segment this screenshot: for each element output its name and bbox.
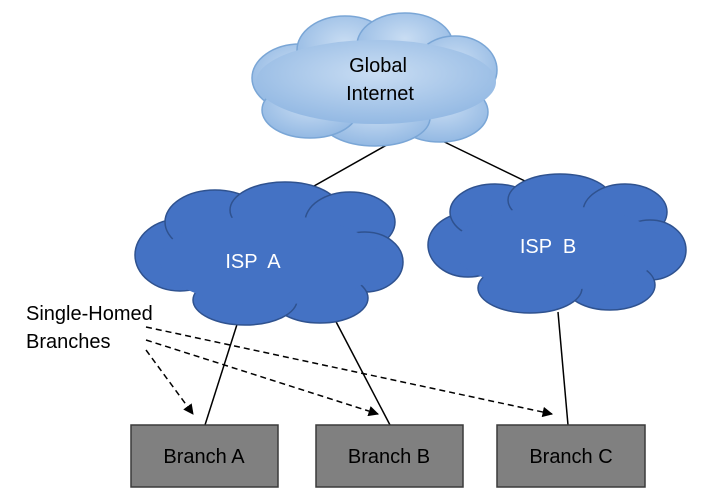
link-isp-b-branch-c <box>557 311 569 426</box>
arrow-to-branch-a <box>145 349 194 415</box>
branch-a-box: Branch A <box>130 424 279 488</box>
branch-a-label: Branch A <box>163 446 245 468</box>
branch-c-label: Branch C <box>529 446 612 468</box>
link-isp-a-branch-a <box>204 314 241 426</box>
global-internet-cloud: Global Internet <box>251 12 498 147</box>
branch-b-label: Branch B <box>348 446 430 468</box>
single-homed-label-1: Single-Homed <box>26 303 153 325</box>
global-internet-label-1: Global <box>349 55 407 77</box>
branch-b-box: Branch B <box>315 424 464 488</box>
isp-b-cloud: ISP B <box>427 173 687 314</box>
branch-c-box: Branch C <box>496 424 646 488</box>
single-homed-label-2: Branches <box>26 331 111 353</box>
arrow-to-branch-c <box>145 326 554 418</box>
isp-a-cloud: ISP A <box>134 181 404 326</box>
global-internet-label-2: Internet <box>346 83 414 105</box>
isp-a-label: ISP A <box>225 251 281 273</box>
isp-b-label: ISP B <box>520 236 576 258</box>
arrow-to-branch-b <box>145 339 380 417</box>
link-isp-a-branch-b <box>331 313 391 426</box>
